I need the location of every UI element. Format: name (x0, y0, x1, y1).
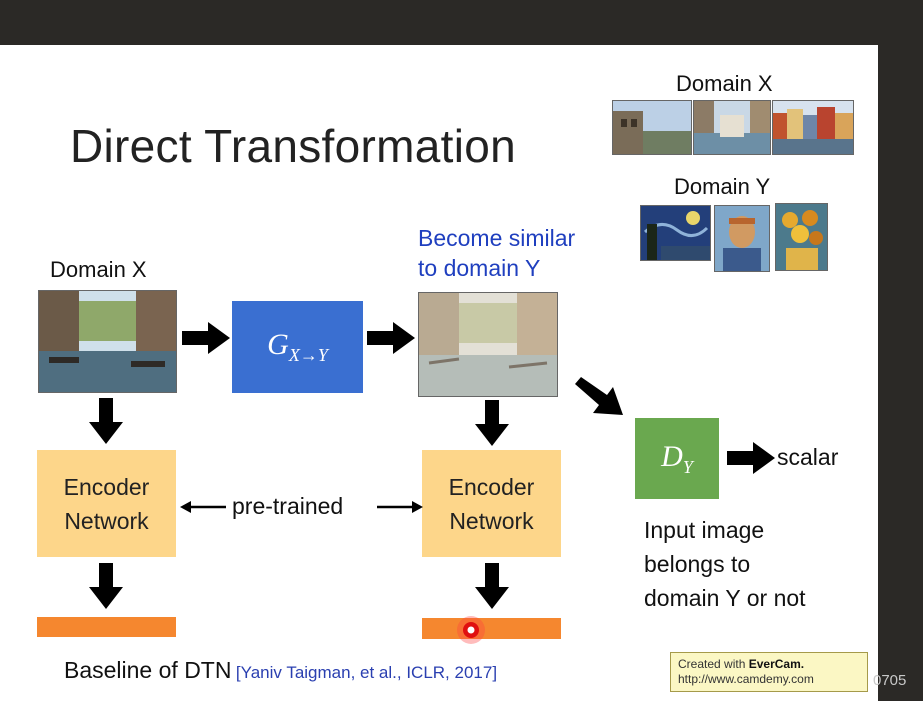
domain-y-painting-3 (775, 203, 828, 271)
example-domain-x-label: Domain X (50, 257, 147, 282)
arrow-diagonal (575, 377, 625, 422)
citation-text: [Yaniv Taigman, et al., ICLR, 2017] (235, 663, 498, 682)
generator-label: GX→Y (267, 328, 328, 365)
scalar-label: scalar (777, 444, 839, 470)
domain-y-painting-1 (640, 205, 711, 261)
discriminator-description: Input image belongs to domain Y or not (644, 517, 806, 611)
evercam-badge: Created with EverCam. http://www.camdemy… (670, 652, 868, 692)
arrow-right-1 (182, 322, 230, 359)
baseline-text: Baseline of DTN (64, 657, 232, 683)
slide: Direct Transformation Domain X Domain Y … (0, 45, 878, 701)
arrow-down-4 (475, 563, 509, 614)
domain-x-photo-3 (772, 100, 854, 155)
pretrained-arrow-right (377, 500, 423, 519)
domain-x-photo-1 (612, 100, 692, 155)
domain-y-header: Domain Y (674, 174, 771, 199)
arrow-down-1 (89, 398, 123, 449)
slide-title: Direct Transformation (70, 120, 516, 172)
discriminator-label: DY (661, 439, 693, 477)
pretrained-label: pre-trained (232, 493, 344, 519)
generator-box: GX→Y (232, 301, 363, 393)
cursor-highlight-icon (456, 615, 486, 650)
arrow-down-3 (89, 563, 123, 614)
domain-y-painting-2 (714, 205, 770, 272)
transformed-photo (418, 292, 558, 397)
arrow-down-2 (475, 400, 509, 451)
arrow-right-3 (727, 442, 775, 479)
feature-bar-right (422, 618, 561, 639)
watermark-text: 0705 (873, 672, 907, 689)
become-similar-text: Become similar to domain Y (418, 225, 576, 281)
domain-x-header: Domain X (676, 71, 773, 96)
arrow-right-2 (367, 322, 415, 359)
feature-bar-left (37, 617, 176, 637)
discriminator-box: DY (635, 418, 719, 499)
domain-x-photo-2 (693, 100, 771, 155)
input-canal-photo (38, 290, 177, 393)
baseline-caption: Baseline of DTN [Yaniv Taigman, et al., … (64, 657, 497, 684)
pretrained-arrow-left (180, 500, 226, 519)
